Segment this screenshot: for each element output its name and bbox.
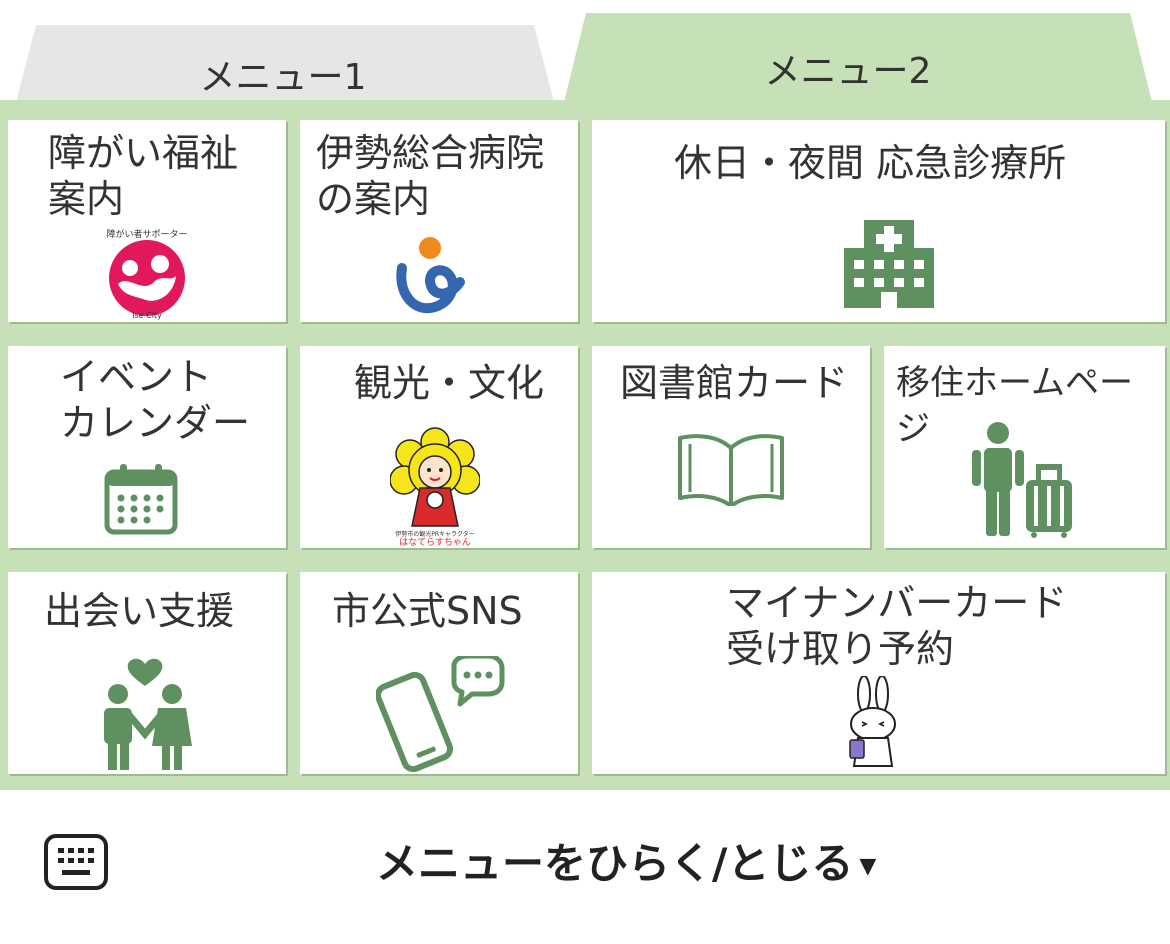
menu-item-relocation-label: 移住ホームページ: [896, 363, 1133, 449]
menu-panel: 障がい福祉 案内 障がい者サポーター Ise City 伊勢総合病院 の案内 休…: [0, 100, 1170, 790]
menu-item-events-label: イベント カレンダー: [60, 355, 251, 445]
tab-1-shape[interactable]: [16, 25, 554, 102]
traveler-suitcase-icon: [972, 422, 1072, 538]
toggle-menu-button[interactable]: メニューをひらく/とじる▼: [376, 830, 876, 891]
menu-item-mynumber[interactable]: マイナンバーカード 受け取り予約: [592, 572, 1165, 774]
toggle-menu-label: メニューをひらく/とじる: [376, 839, 854, 888]
welfare-logo-text-top: 障がい者サポーター: [106, 228, 187, 240]
menu-tabs: メニュー1 メニュー2: [0, 0, 1170, 104]
rabbit-mascot: [849, 676, 896, 767]
menu-item-hospital[interactable]: 伊勢総合病院 の案内: [300, 120, 578, 322]
bottom-bar: メニューをひらく/とじる▼: [0, 790, 1170, 944]
mascot-caption-small: 伊勢市の観光PRキャラクター: [395, 530, 475, 538]
menu-item-emergency[interactable]: 休日・夜間 応急診療所: [592, 120, 1165, 322]
smartphone-chat-icon: [376, 656, 505, 772]
open-book-icon: [678, 434, 784, 506]
welfare-logo-text-bottom: Ise City: [132, 311, 162, 320]
mascot-character: 伊勢市の観光PRキャラクター はなてらすちゃん: [390, 427, 480, 546]
menu-item-matchmaking-label: 出会い支援: [44, 589, 235, 633]
couple-heart-icon: [104, 658, 192, 770]
tab-menu-2[interactable]: メニュー2: [764, 51, 932, 92]
keyboard-icon[interactable]: [44, 834, 108, 890]
calendar-icon: [104, 464, 178, 535]
menu-item-welfare[interactable]: 障がい福祉 案内 障がい者サポーター Ise City: [8, 120, 286, 322]
tab-shapes: [16, 13, 1152, 102]
menu-item-matchmaking[interactable]: 出会い支援: [8, 572, 286, 774]
menu-item-tourism[interactable]: 観光・文化 伊勢市の観光PRキャラクター はなてらすちゃん: [300, 346, 578, 548]
tab-menu-1[interactable]: メニュー1: [199, 57, 367, 98]
menu-item-library-label: 図書館カード: [620, 361, 849, 405]
menu-item-welfare-label: 障がい福祉 案内: [48, 131, 239, 221]
menu-item-emergency-label: 休日・夜間 応急診療所: [674, 141, 1067, 185]
menu-item-events[interactable]: イベント カレンダー: [8, 346, 286, 548]
mascot-name: はなてらすちゃん: [399, 537, 471, 546]
menu-item-relocation[interactable]: 移住ホームページ: [884, 346, 1165, 548]
welfare-logo: 障がい者サポーター Ise City: [106, 228, 187, 320]
hospital-logo: [396, 237, 465, 314]
menu-item-mynumber-label: マイナンバーカード 受け取り予約: [726, 581, 1068, 671]
menu-item-sns[interactable]: 市公式SNS: [300, 572, 578, 774]
hospital-building-icon: [844, 220, 934, 308]
menu-item-tourism-label: 観光・文化: [354, 361, 545, 405]
menu-item-hospital-label: 伊勢総合病院 の案内: [316, 131, 545, 221]
triangle-down-icon: ▼: [859, 854, 877, 879]
tab-2-shape[interactable]: [564, 13, 1152, 102]
menu-item-sns-label: 市公式SNS: [332, 589, 523, 633]
menu-item-library[interactable]: 図書館カード: [592, 346, 870, 548]
